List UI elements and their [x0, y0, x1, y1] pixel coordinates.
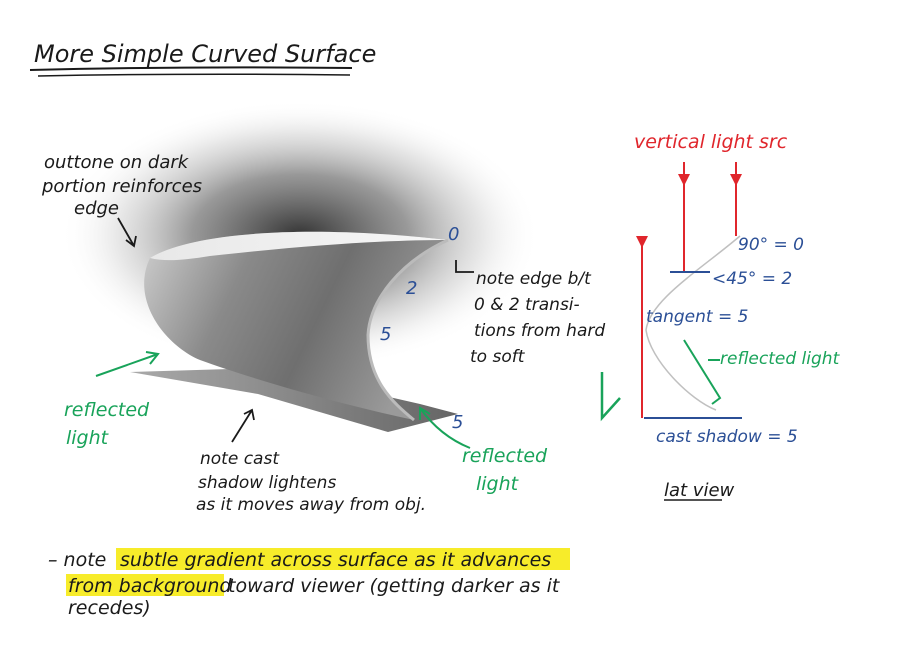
- bottom-note: – note subtle gradient across surface as…: [48, 548, 570, 619]
- light-ray-3-head: [636, 236, 648, 248]
- svg-text:portion reinforces: portion reinforces: [41, 176, 202, 197]
- title-underline: [29, 66, 353, 71]
- svg-text:– note: – note: [48, 549, 106, 571]
- cast-shadow-annotation: note cast shadow lightens as it moves aw…: [196, 408, 426, 515]
- svg-text:light: light: [66, 427, 110, 449]
- page-title: More Simple Curved Surface: [34, 40, 376, 68]
- side-view-diagram: vertical light src 90° = 0 <45° = 2 tang…: [600, 131, 841, 501]
- highlight-line2: [66, 574, 224, 596]
- svg-text:toward viewer (getting darker: toward viewer (getting darker as it: [228, 575, 561, 597]
- svg-text:note cast: note cast: [200, 449, 280, 469]
- label-reflected: reflected light: [720, 349, 841, 369]
- svg-text:recedes): recedes): [68, 597, 151, 619]
- reflected-light-edge: [366, 238, 449, 422]
- reflected-right-arrow: [419, 406, 471, 449]
- reflected-bracket: [683, 339, 722, 405]
- curved-surface: [144, 231, 449, 420]
- edge-note-pointer: [455, 260, 474, 273]
- reflected-left-arrow: [95, 351, 160, 377]
- value-label-2: 2: [406, 278, 417, 299]
- reflected-light-right-annotation: reflected light: [419, 406, 548, 495]
- cast-shadow: [130, 368, 458, 432]
- svg-text:reflected: reflected: [64, 399, 150, 421]
- svg-text:subtle gradient across surface: subtle gradient across surface as it adv…: [120, 549, 551, 571]
- svg-text:to soft: to soft: [470, 347, 526, 367]
- light-ray-1-head: [678, 174, 690, 186]
- label-90: 90° = 0: [738, 235, 804, 255]
- svg-text:shadow lightens: shadow lightens: [198, 473, 336, 493]
- svg-text:note edge b/t: note edge b/t: [476, 269, 592, 289]
- svg-text:outtone on dark: outtone on dark: [44, 152, 190, 173]
- svg-text:tions from hard: tions from hard: [474, 321, 605, 341]
- label-45: <45° = 2: [712, 269, 792, 289]
- green-check: [600, 372, 621, 422]
- svg-text:reflected: reflected: [462, 445, 548, 467]
- svg-text:from background: from background: [68, 575, 232, 597]
- value-label-5b: 5: [452, 412, 463, 433]
- side-view-caption: lat view: [664, 480, 735, 501]
- reflected-light-left-annotation: reflected light: [64, 351, 160, 449]
- surface-profile: [645, 235, 741, 411]
- cast-shadow-arrow: [231, 408, 255, 443]
- light-ray-2-head: [730, 174, 742, 186]
- svg-text:light: light: [476, 473, 520, 495]
- svg-text:0 & 2 transi-: 0 & 2 transi-: [474, 295, 580, 315]
- title-underline-2: [37, 73, 351, 77]
- light-source-label: vertical light src: [634, 131, 788, 153]
- surface-top-highlight: [150, 231, 448, 261]
- svg-text:as it moves away from obj.: as it moves away from obj.: [196, 495, 426, 515]
- value-label-0: 0: [448, 224, 459, 245]
- value-label-5a: 5: [380, 324, 391, 345]
- edge-note-annotation: note edge b/t 0 & 2 transi- tions from h…: [455, 260, 605, 367]
- outtone-arrow: [117, 217, 137, 248]
- label-tangent: tangent = 5: [646, 307, 748, 327]
- highlight-line1: [116, 548, 570, 570]
- outtone-annotation: outtone on dark portion reinforces edge: [41, 152, 202, 248]
- label-cast-shadow: cast shadow = 5: [656, 427, 798, 447]
- svg-text:edge: edge: [74, 198, 119, 219]
